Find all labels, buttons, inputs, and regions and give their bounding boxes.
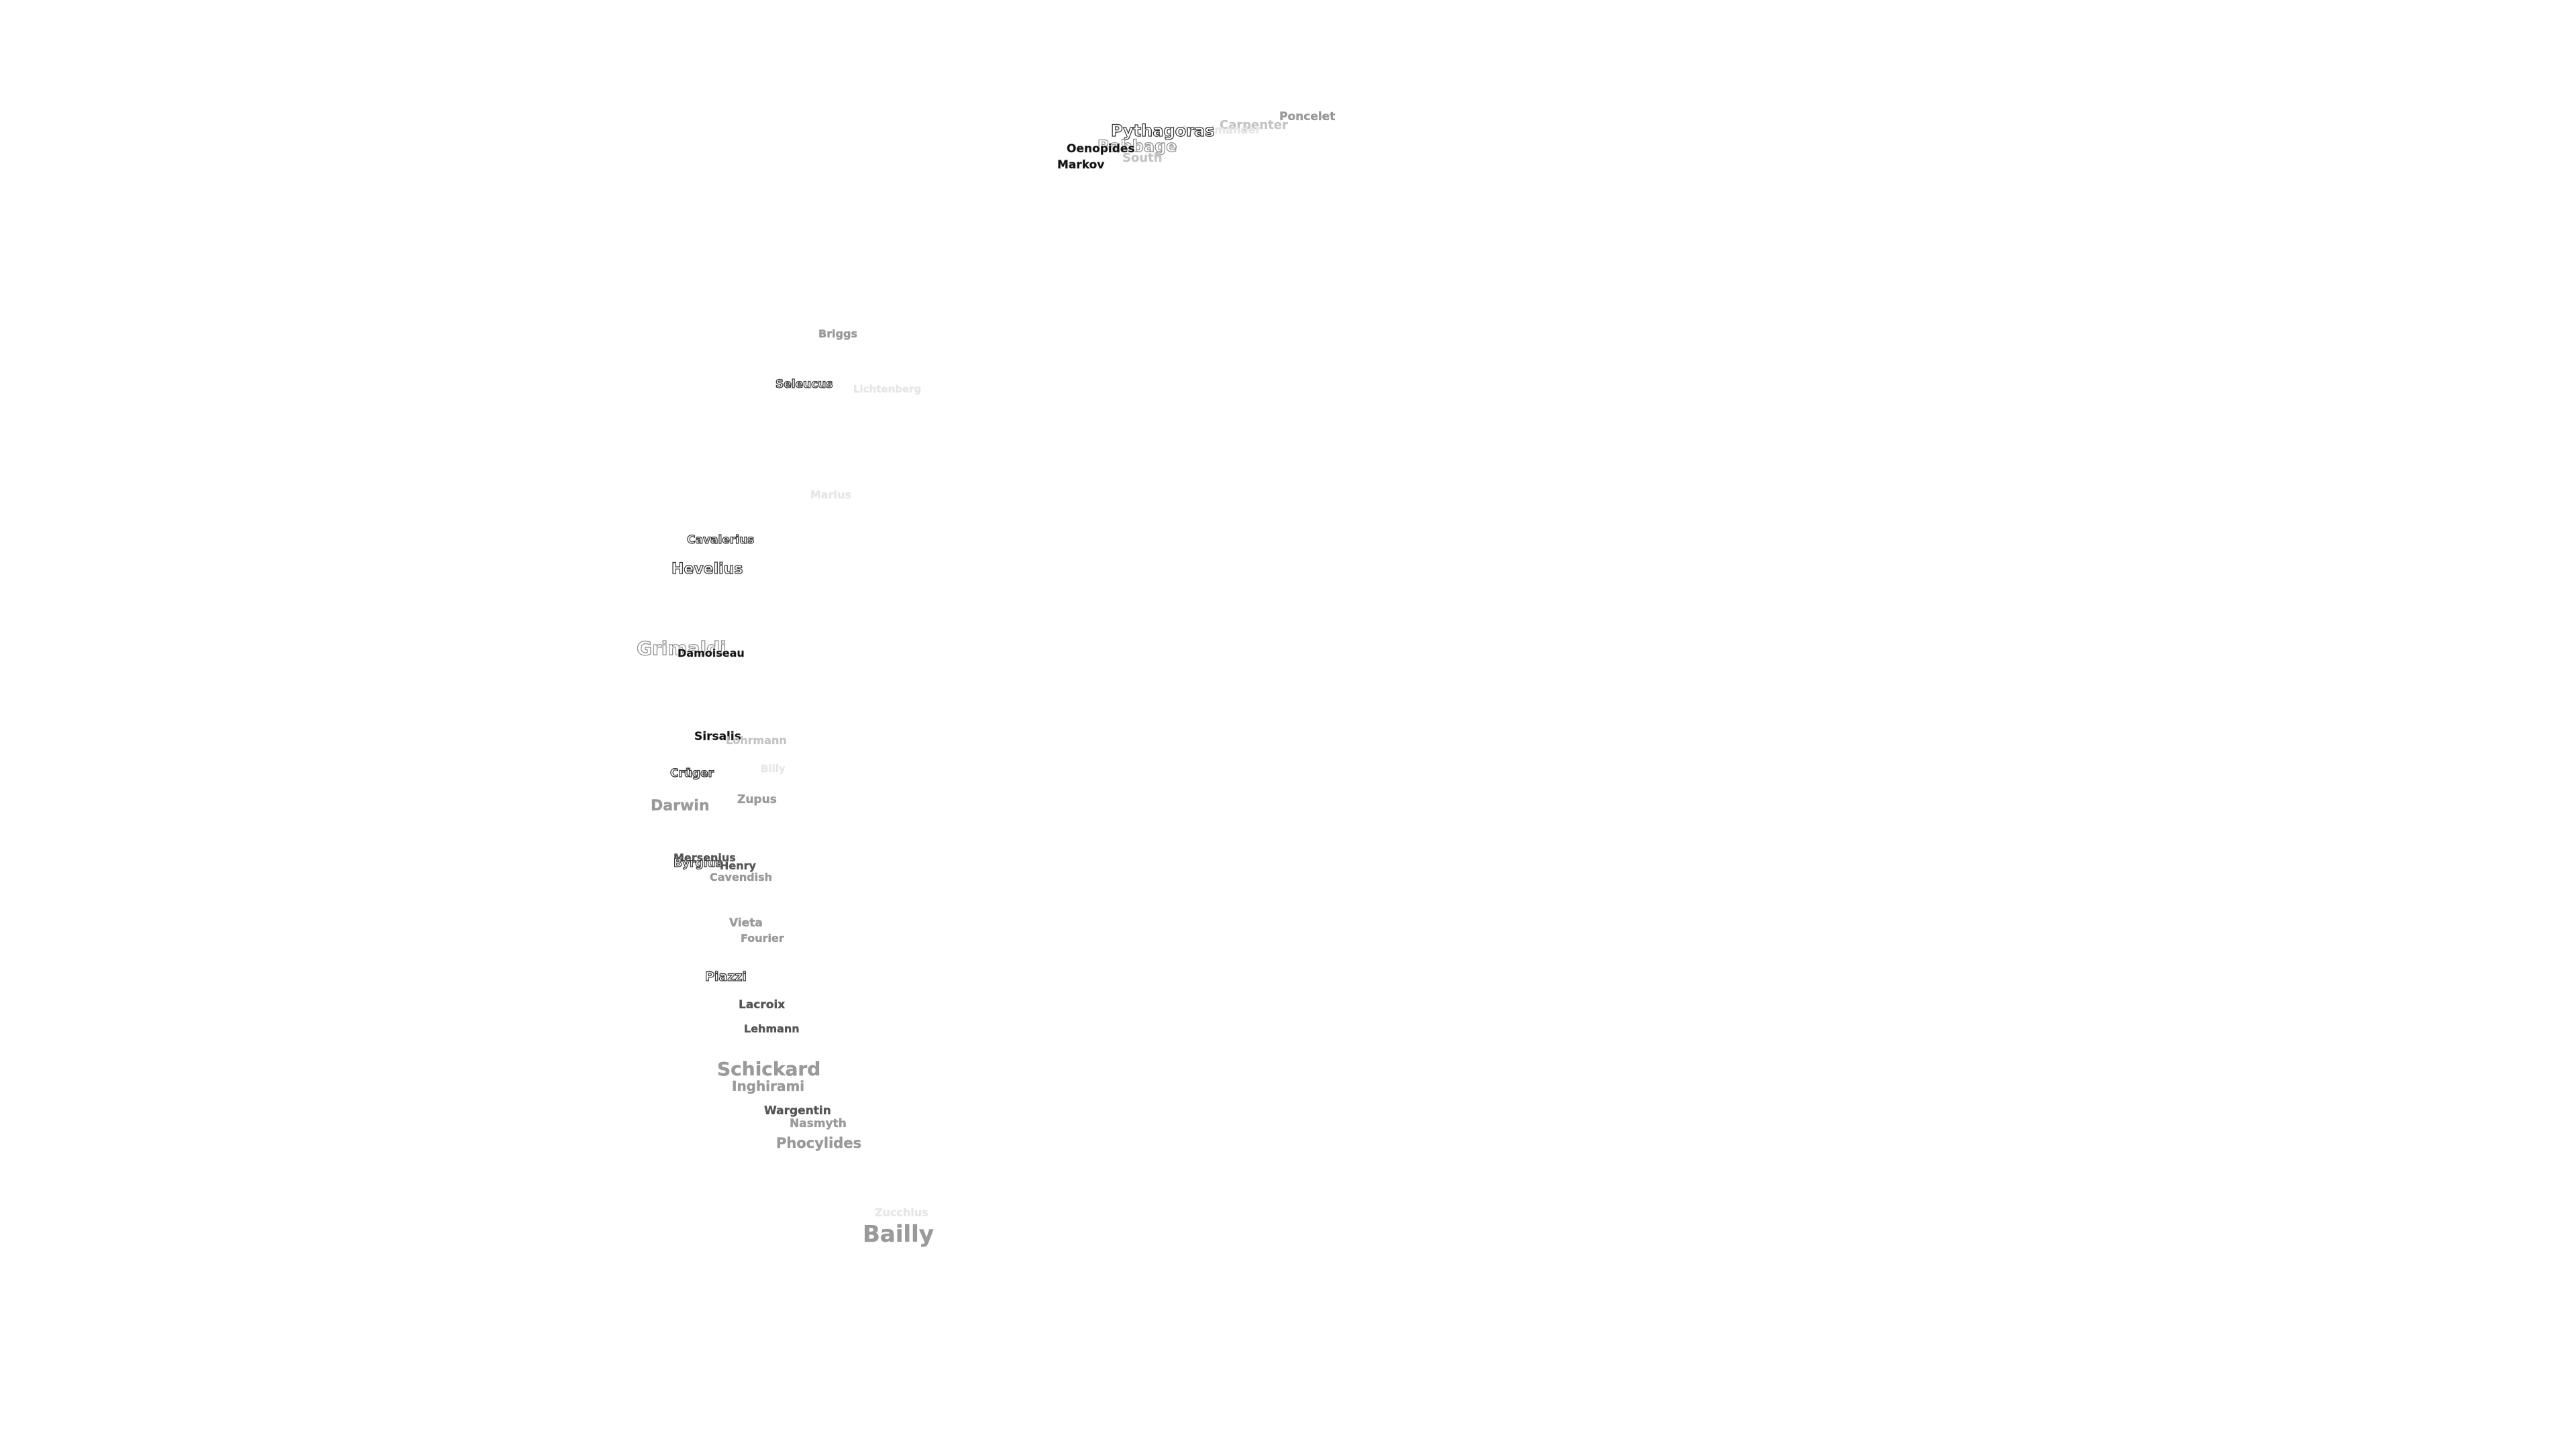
crater-label-cavendish[interactable]: Cavendish [710,871,773,883]
crater-label-south[interactable]: South [1122,151,1163,165]
crater-label-lehmann[interactable]: Lehmann [744,1022,800,1035]
crater-label-damoiseau[interactable]: Damoiseau [678,647,745,659]
crater-label-poncelet[interactable]: Poncelet [1279,110,1336,123]
crater-label-mersenius[interactable]: Mersenius [674,851,736,864]
crater-label-darwin[interactable]: Darwin [651,798,710,814]
crater-label-pythagoras[interactable]: Pythagoras [1110,121,1215,140]
crater-label-fourier[interactable]: Fourier [741,932,784,945]
crater-label-markov[interactable]: Markov [1057,158,1105,172]
crater-label-zupus[interactable]: Zupus [737,793,777,806]
crater-label-henry[interactable]: Henry [720,859,756,872]
crater-label-lichtenberg[interactable]: Lichtenberg [853,383,922,395]
crater-label-vieta[interactable]: Vieta [729,916,763,930]
crater-label-byrgius[interactable]: Byrgius [673,857,722,870]
crater-label-seleucus[interactable]: Seleucus [775,378,833,391]
crater-label-nasmyth[interactable]: Nasmyth [790,1117,847,1130]
crater-label-babbage[interactable]: Babbage [1097,137,1177,156]
crater-label-schickard[interactable]: Schickard [717,1058,821,1080]
crater-label-lacroix[interactable]: Lacroix [739,998,786,1012]
crater-label-piazzi[interactable]: Piazzi [704,969,747,984]
crater-label-lohrmann[interactable]: Lohrmann [726,734,787,747]
crater-label-carpenter[interactable]: Carpenter [1220,118,1288,132]
crater-label-anaximander[interactable]: Anaximander [1181,123,1261,136]
crater-label-phocylides[interactable]: Phocylides [776,1135,862,1151]
crater-label-cavalerius[interactable]: Cavalerius [686,533,755,547]
crater-label-hevelius[interactable]: Hevelius [671,561,743,578]
crater-label-wargentin[interactable]: Wargentin [764,1104,831,1118]
crater-label-sirsalis[interactable]: Sirsalis [694,730,741,743]
crater-label-grimaldi[interactable]: Grimaldi [636,637,727,659]
crater-label-oenopides[interactable]: Oenopides [1067,142,1135,156]
crater-label-bailly[interactable]: Bailly [863,1221,934,1248]
crater-label-cruger[interactable]: Crüger [669,767,714,780]
crater-label-inghirami[interactable]: Inghirami [732,1078,805,1094]
crater-label-zucchius[interactable]: Zucchius [875,1206,928,1219]
crater-label-billy[interactable]: Billy [761,763,786,775]
crater-label-marius[interactable]: Marius [810,488,852,501]
crater-label-briggs[interactable]: Briggs [818,327,857,340]
